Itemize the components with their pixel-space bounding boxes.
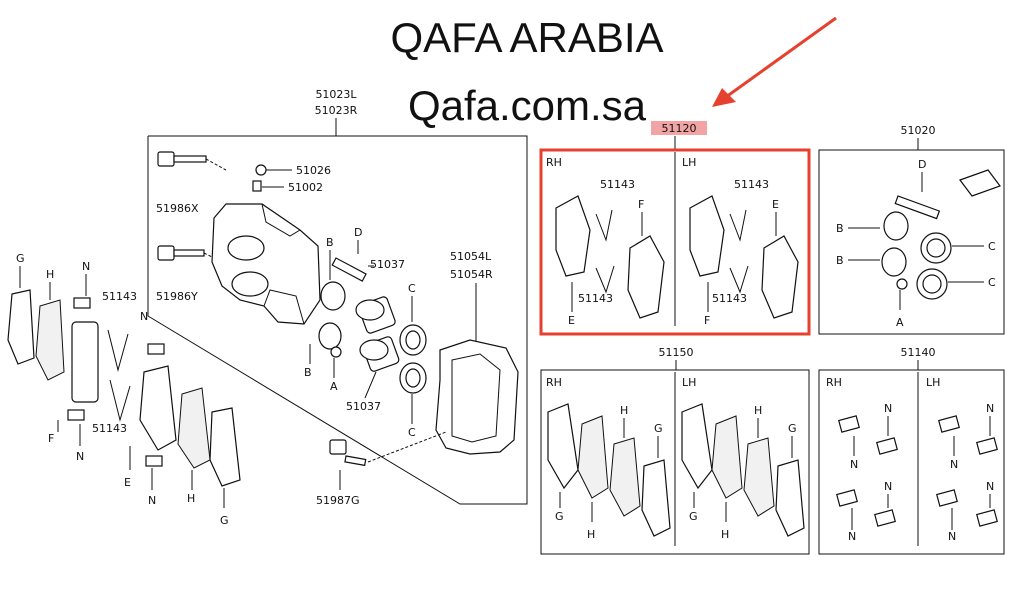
kit-51140-rh-n3: N — [884, 480, 892, 493]
kit-51150-lh-letter-h2: H — [721, 528, 729, 541]
kit-51150: 51150 RH H G G H LH H G G H — [540, 346, 810, 555]
kit-51150-code: 51150 — [659, 346, 694, 359]
seal-code: 51037 — [346, 400, 381, 413]
caliper-letter-c2: C — [408, 426, 416, 439]
bolt-top-code: 51986X — [156, 202, 199, 215]
highlight-arrow — [712, 16, 837, 107]
ex-letter-g2: G — [220, 514, 229, 527]
ex-pad-f — [71, 321, 99, 403]
kit-51020-letter-c2: C — [988, 276, 996, 289]
kit-51150-rh: RH — [546, 376, 562, 389]
ex-letter-h2: H — [187, 492, 195, 505]
kit-51150-rh-letter-g1: G — [654, 422, 663, 435]
kit-51150-rh-letter-h2: H — [587, 528, 595, 541]
caliper-letter-c1: C — [408, 282, 416, 295]
caliper-body — [211, 203, 321, 325]
kit-51140-lh-n1: N — [950, 458, 958, 471]
ex-letter-f: F — [48, 432, 54, 445]
ex-letter-g: G — [16, 252, 25, 265]
kit-51140-lh: LH — [926, 376, 940, 389]
kit-51120-lh-letter-f: F — [704, 314, 710, 327]
caliper-cap — [255, 164, 292, 176]
kit-51140-rh-n1: N — [850, 458, 858, 471]
pin-code: 51037 — [370, 258, 405, 271]
caliper-code-l: 51023L — [315, 88, 357, 101]
ex-letter-h1: H — [46, 268, 54, 281]
kit-51140: 51140 RH N N N N LH N N N N — [818, 346, 1005, 555]
ex-letter-e: E — [124, 476, 131, 489]
kit-51150-rh-letter-g2: G — [555, 510, 564, 523]
ex-letter-n3: N — [76, 450, 84, 463]
kit-51120-lh: LH — [682, 156, 696, 169]
kit-51140-rh: RH — [826, 376, 842, 389]
kit-51120-rh-spring-bottom: 51143 — [578, 292, 613, 305]
caliper-letter-d: D — [354, 226, 362, 239]
kit-51150-rh-letter-h: H — [620, 404, 628, 417]
kit-51020-letter-b1: B — [836, 222, 844, 235]
kit-51020-letter-b2: B — [836, 254, 844, 267]
guide-pin — [331, 257, 367, 282]
kit-51120-rh: RH — [546, 156, 562, 169]
caliper-piston-bottom — [359, 336, 400, 372]
kit-51140-rh-n4: N — [848, 530, 856, 543]
kit-51140-code: 51140 — [901, 346, 936, 359]
kit-51120: 51120 RH 51143 51143 F E LH 51143 51143 … — [539, 121, 811, 336]
caliper-bleeder — [252, 180, 284, 192]
kit-51120-frame — [539, 148, 811, 336]
kit-51020-letter-d: D — [918, 158, 926, 171]
bleeder-code: 51002 — [288, 181, 323, 194]
kit-51020-letter-a: A — [896, 316, 904, 329]
kit-51140-rh-n2: N — [884, 402, 892, 415]
kit-51140-lh-n2: N — [986, 402, 994, 415]
kit-51150-lh-letter-g1: G — [788, 422, 797, 435]
kit-51120-lh-spring-top: 51143 — [734, 178, 769, 191]
kit-51150-lh-letter-g2: G — [689, 510, 698, 523]
kit-51120-rh-spring-top: 51143 — [600, 178, 635, 191]
caliper-letter-b2: B — [304, 366, 312, 379]
ex-pad-e — [139, 365, 177, 451]
caliper-bracket — [435, 339, 519, 455]
kit-51120-rh-letter-f: F — [638, 198, 644, 211]
bracket-code-l: 51054L — [450, 250, 492, 263]
kit-51020-code: 51020 — [901, 124, 936, 137]
exploded-pads: G H N 51143 51143 N F N E N H G — [7, 252, 241, 527]
header-title: QAFA ARABIA — [390, 14, 663, 61]
ex-letter-n1: N — [82, 260, 90, 273]
kit-51120-code: 51120 — [662, 122, 697, 135]
caliper-piston-top — [355, 296, 396, 334]
bracket-code-r: 51054R — [450, 268, 493, 281]
kit-51140-lh-n3: N — [986, 480, 994, 493]
kit-51120-lh-letter-e: E — [772, 198, 779, 211]
ex-spring-top-code: 51143 — [102, 290, 137, 303]
ex-letter-n4: N — [148, 494, 156, 507]
caliper-letter-a: A — [330, 380, 338, 393]
caliper-assembly: 51023L 51023R 51986X 51986Y 51026 51 — [147, 88, 528, 507]
kit-51150-lh-letter-h: H — [754, 404, 762, 417]
bracket-bolt — [329, 431, 447, 490]
header-subtitle: Qafa.com.sa — [408, 82, 647, 129]
ex-spring-bottom-code: 51143 — [92, 422, 127, 435]
caliper-code-r: 51023R — [315, 104, 358, 117]
kit-51150-lh: LH — [682, 376, 696, 389]
cap-code: 51026 — [296, 164, 331, 177]
caliper-bolt-top — [157, 151, 227, 171]
kit-51120-rh-letter-e: E — [568, 314, 575, 327]
kit-51020-letter-c1: C — [988, 240, 996, 253]
ex-letter-n2: N — [140, 310, 148, 323]
kit-51020: 51020 D B B C C A — [818, 124, 1005, 335]
kit-51140-lh-n4: N — [948, 530, 956, 543]
caliper-letter-b1: B — [326, 236, 334, 249]
bracket-bolt-code: 51987G — [316, 494, 360, 507]
kit-51120-lh-spring-bottom: 51143 — [712, 292, 747, 305]
bolt-bottom-code: 51986Y — [156, 290, 198, 303]
